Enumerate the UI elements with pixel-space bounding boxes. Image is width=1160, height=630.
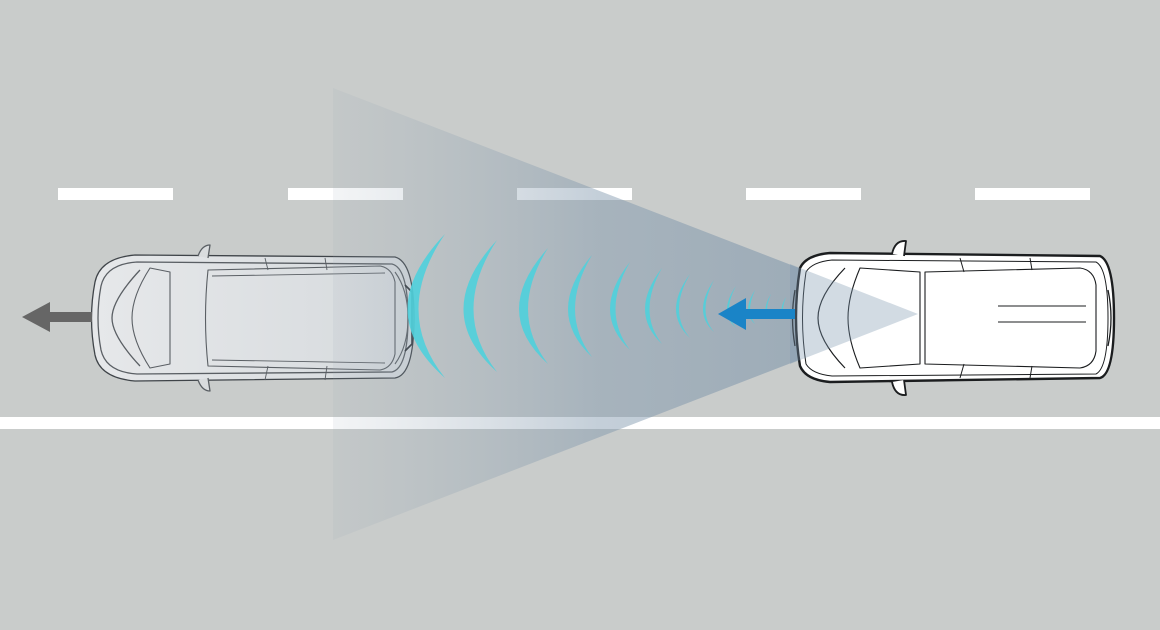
radar-wave xyxy=(645,268,662,344)
sensor-beam xyxy=(333,88,918,540)
radar-wave xyxy=(463,240,497,372)
lane-dash xyxy=(746,188,861,200)
radar-wave xyxy=(407,234,445,378)
radar-wave xyxy=(610,262,630,350)
approach-arrow-icon xyxy=(718,298,795,330)
radar-wave xyxy=(676,274,690,338)
radar-wave xyxy=(519,248,548,364)
motion-arrow-icon xyxy=(22,302,92,332)
lane-dash xyxy=(975,188,1090,200)
lane-dash xyxy=(58,188,173,200)
sensor-beam-overlay xyxy=(790,264,918,364)
ego-vehicle xyxy=(791,240,1116,396)
radar-wave xyxy=(568,255,592,357)
radar-wave xyxy=(703,280,714,332)
